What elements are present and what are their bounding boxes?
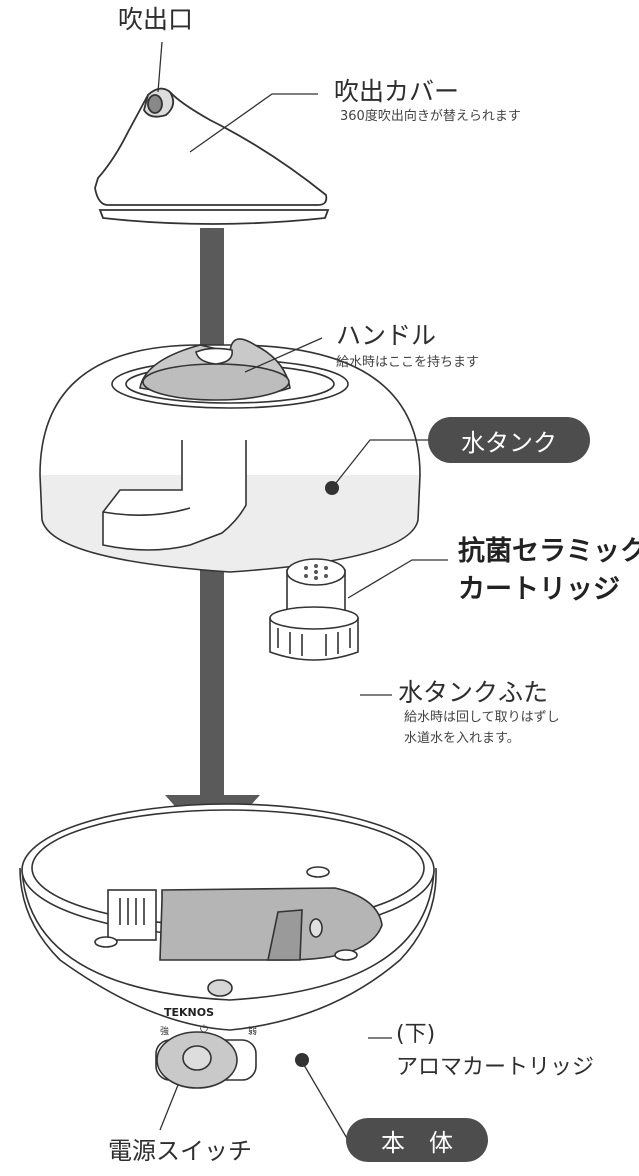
dial-strong-label: 強 (160, 1025, 169, 1037)
water-tank-illustration (39, 338, 421, 661)
cartridge-label-line2: カートリッジ (458, 574, 620, 605)
outlet-cover-illustration (94, 87, 330, 225)
base-illustration (19, 803, 437, 1089)
power-switch-label: 電源スイッチ (108, 1137, 252, 1165)
tank-cap-note-line2: 水道水を入れます。 (404, 731, 520, 746)
aroma-label-line2: アロマカートリッジ (396, 1055, 595, 1080)
handle-note: 給水時はここを持ちます (336, 355, 480, 370)
water-tank-badge: 水タンク (428, 417, 590, 463)
outlet-cover-label: 吹出カバー (334, 77, 460, 106)
leader-lines (157, 41, 448, 1141)
body-badge: 本 体 (346, 1118, 488, 1162)
outlet-cover-note: 360度吹出向きが替えられます (340, 109, 521, 124)
dial-weak-label: 弱 (248, 1026, 257, 1037)
outlet-label: 吹出口 (118, 5, 194, 34)
aroma-label-line1: (下) (396, 1022, 436, 1047)
tank-cap-label: 水タンクふた (398, 678, 549, 707)
water-tank-dot (325, 481, 339, 495)
handle-label: ハンドル (336, 321, 437, 350)
cartridge-label-line1: 抗菌セラミック (458, 536, 639, 567)
power-mark-icon: ⏻ (200, 1024, 208, 1035)
brand-logo: TEKNOS (164, 1006, 214, 1019)
base-dot (295, 1053, 309, 1067)
tank-cap-note-line1: 給水時は回して取りはずし (404, 710, 560, 725)
